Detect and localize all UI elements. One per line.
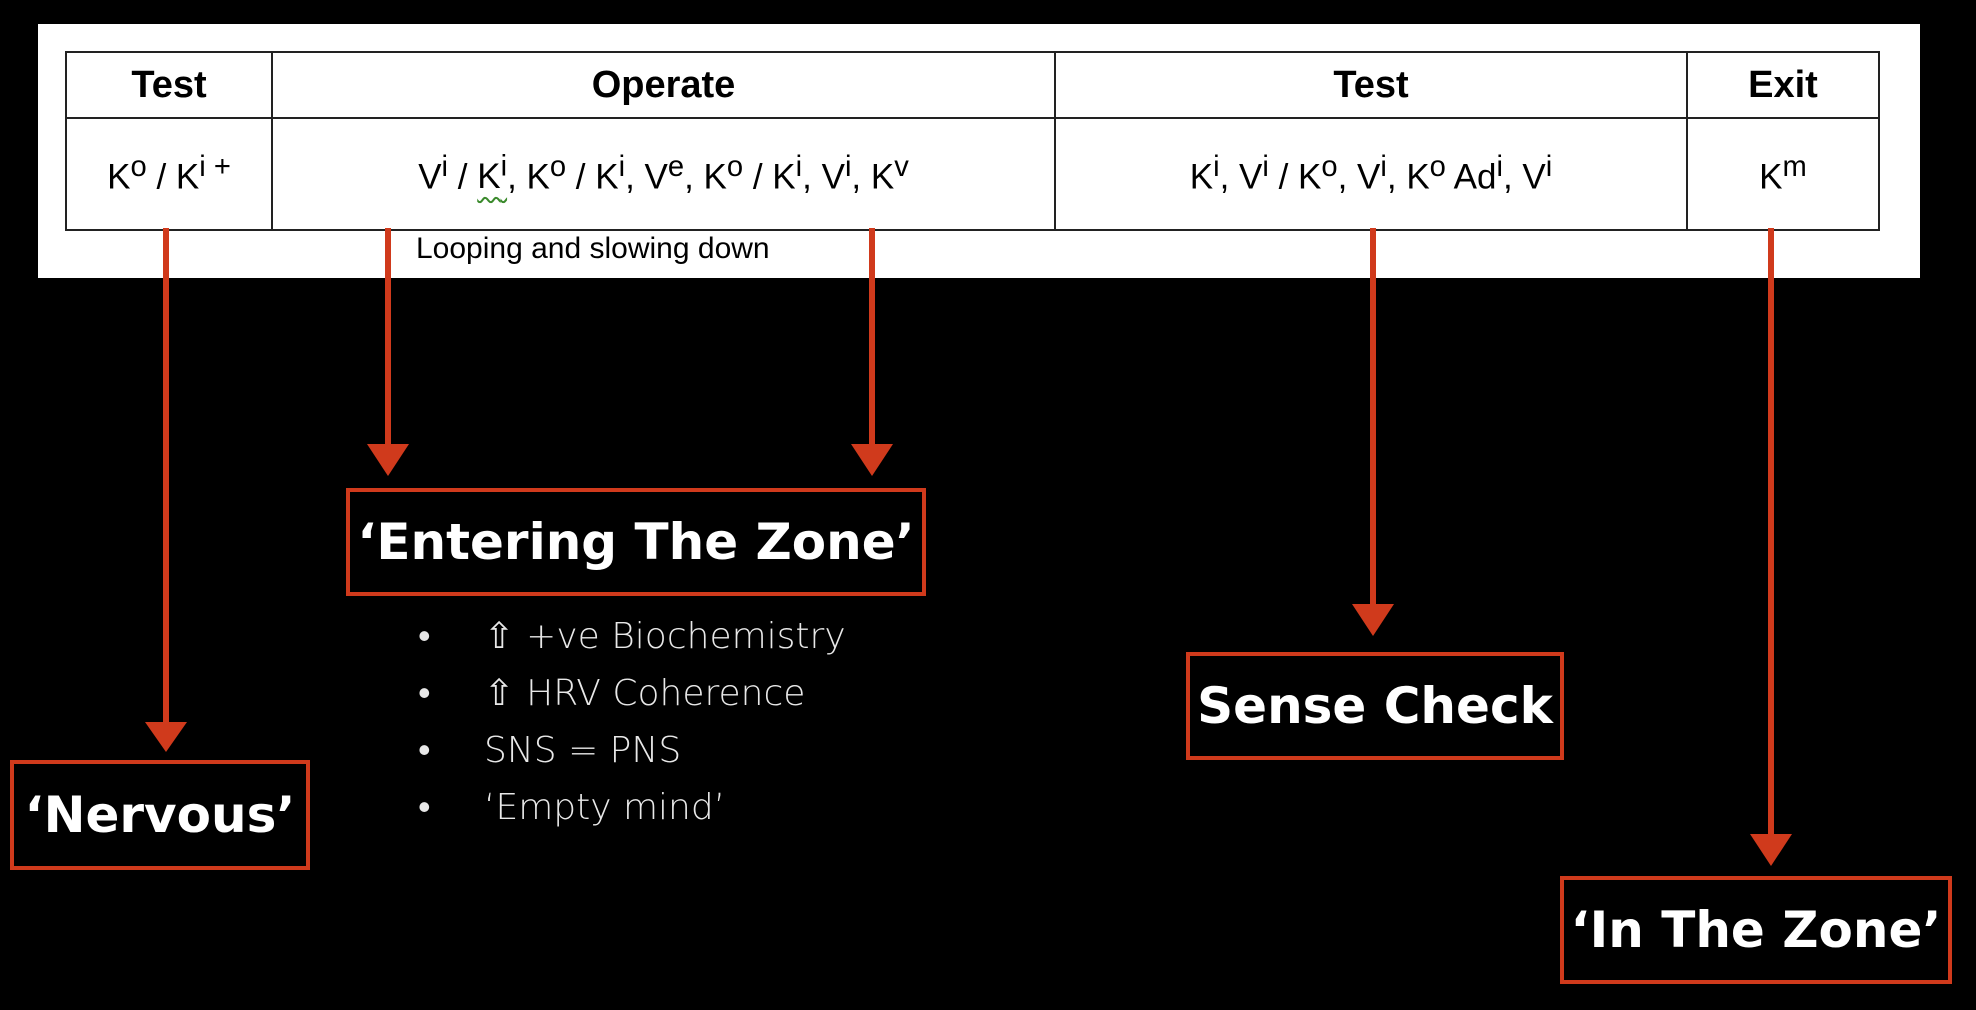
arrow-inzone-head [1750, 834, 1792, 866]
list-item: SNS = PNS [418, 722, 846, 779]
arrow-nervous-head [145, 722, 187, 752]
box-in-the-zone: ‘In The Zone’ [1560, 876, 1952, 984]
tote-table-panel: Test Operate Test Exit Ko / Ki + Vi / Ki… [38, 24, 1920, 278]
cell-exit: Km [1686, 117, 1880, 231]
arrow-sense-head [1352, 604, 1394, 636]
box-nervous: ‘Nervous’ [10, 760, 310, 870]
arrow-entering-left-head [367, 444, 409, 476]
loop-note: Looping and slowing down [416, 232, 770, 265]
arrow-entering-right-head [851, 444, 893, 476]
tote-table: Test Operate Test Exit Ko / Ki + Vi / Ki… [65, 51, 1880, 231]
list-item: ⇧HRV Coherence [418, 665, 846, 722]
zone-characteristics-list: ⇧+ve Biochemistry ⇧HRV Coherence SNS = P… [418, 608, 846, 836]
header-test-1: Test [65, 51, 273, 119]
up-arrow-icon: ⇧ [484, 616, 515, 657]
cell-test-1: Ko / Ki + [65, 117, 273, 231]
table-header-row: Test Operate Test Exit [65, 51, 1880, 119]
list-item: ‘Empty mind’ [418, 779, 846, 836]
up-arrow-icon: ⇧ [484, 673, 515, 714]
list-item: ⇧+ve Biochemistry [418, 608, 846, 665]
box-sense-check: Sense Check [1186, 652, 1564, 760]
header-test-2: Test [1054, 51, 1688, 119]
header-exit: Exit [1686, 51, 1880, 119]
cell-operate: Vi / Ki, Ko / Ki, Ve, Ko / Ki, Vi, Kv [271, 117, 1056, 231]
box-entering-the-zone: ‘Entering The Zone’ [346, 488, 926, 596]
header-operate: Operate [271, 51, 1056, 119]
